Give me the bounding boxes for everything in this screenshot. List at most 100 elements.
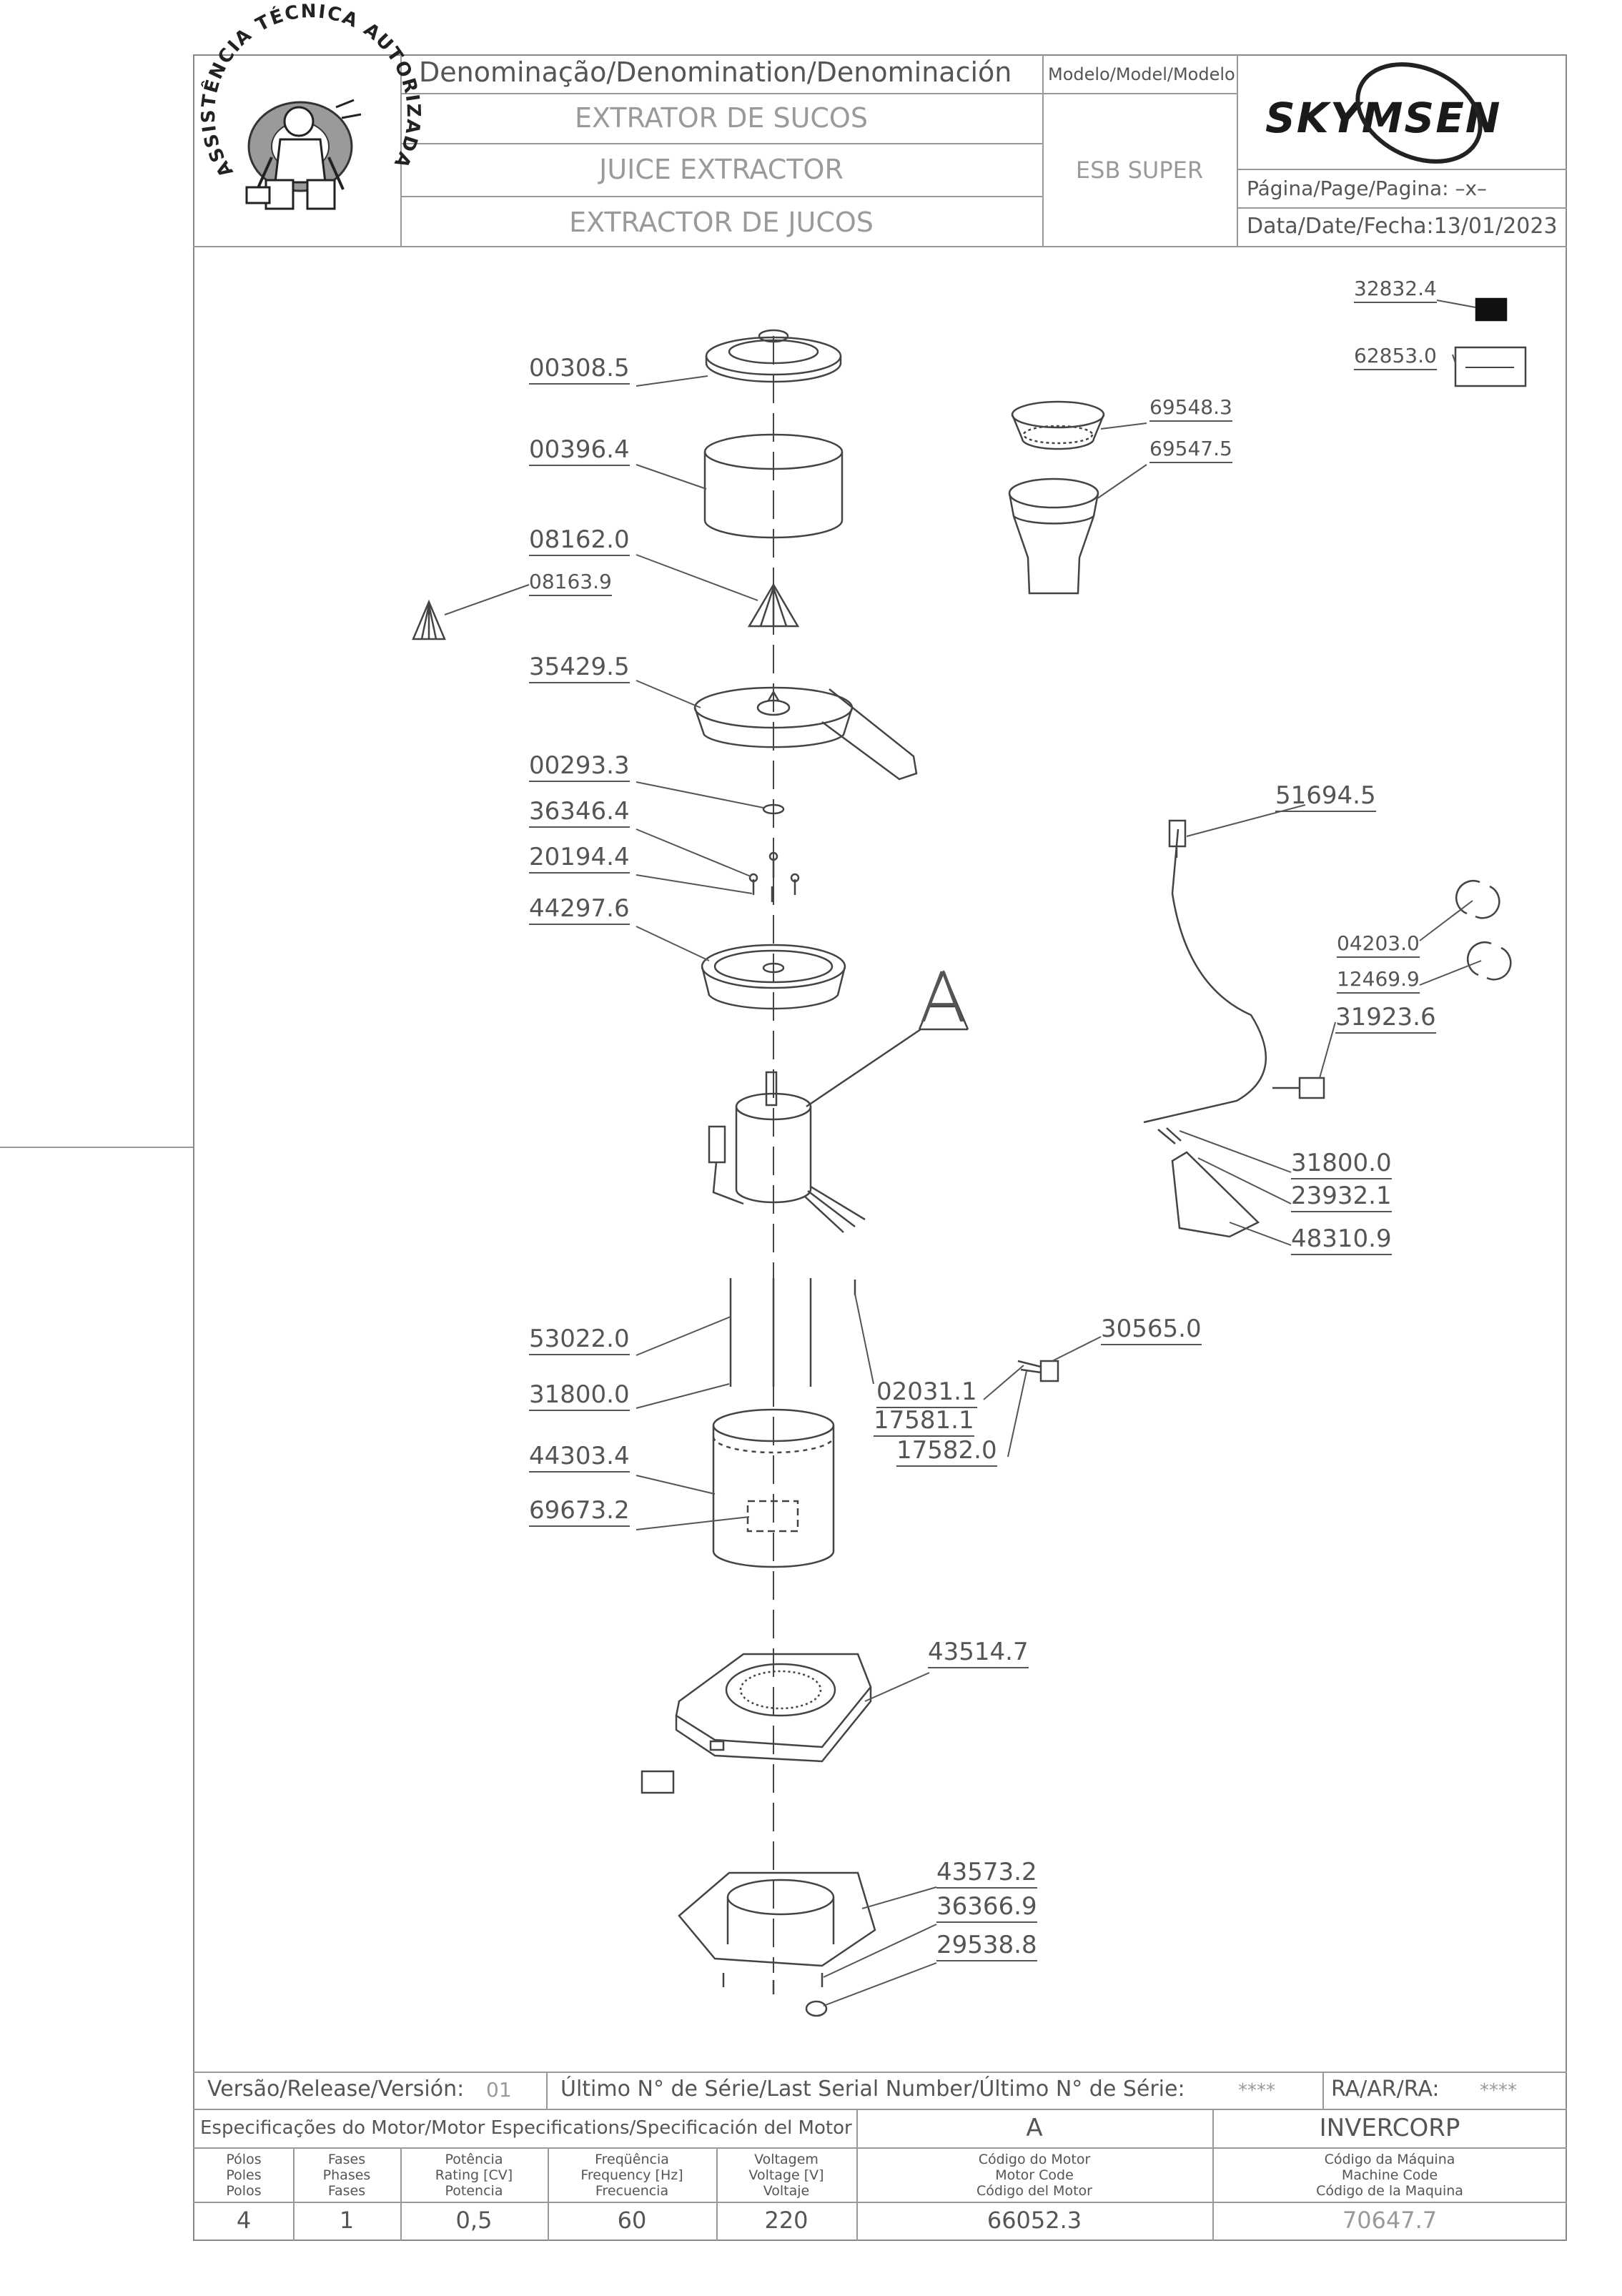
part-label: 02031.1 [876, 1380, 977, 1408]
col-header-line: Freqüência [595, 2152, 669, 2167]
part-label: 08162.0 [529, 528, 630, 556]
part-label: 08163.9 [529, 572, 612, 596]
col-header-line: Machine Code [1341, 2167, 1438, 2183]
col-header-machine-code: Código da Máquina Machine Code Código de… [1212, 2152, 1567, 2199]
name-row-rule [400, 196, 1042, 197]
col-header-line: Código do Motor [978, 2152, 1091, 2167]
motor-maker: INVERCORP [1319, 2114, 1460, 2142]
name-row-rule [400, 93, 1042, 94]
part-label: 32832.4 [1354, 279, 1437, 303]
drawing-frame [193, 54, 1567, 2241]
name-english: JUICE EXTRACTOR [599, 154, 844, 185]
col-header-line: Potencia [445, 2183, 503, 2199]
part-label: 36366.9 [936, 1894, 1037, 1923]
col-header-phases: Fases Phases Fases [293, 2152, 400, 2199]
part-label: 31800.0 [1291, 1151, 1392, 1179]
part-label: 00396.4 [529, 437, 630, 466]
col-header-motor-code: Código do Motor Motor Code Código del Mo… [856, 2152, 1212, 2199]
page-label: Página/Page/Pagina: –x– [1247, 179, 1487, 199]
version-label: Versão/Release/Versión: [207, 2077, 465, 2102]
part-label: 53022.0 [529, 1327, 630, 1355]
col-header-power: Potência Rating [CV] Potencia [400, 2152, 548, 2199]
model-label: Modelo/Model/Modelo [1048, 64, 1235, 84]
part-label: 69547.5 [1149, 439, 1232, 463]
part-label: 44303.4 [529, 1444, 630, 1473]
serial-label: Último N° de Série/Last Serial Number/Úl… [560, 2077, 1185, 2102]
col-header-line: Voltaje [763, 2183, 810, 2199]
footer-row-rule [193, 2147, 1567, 2149]
date-label-text: Data/Date/Fecha: [1247, 214, 1434, 239]
col-header-line: Frecuencia [595, 2183, 669, 2199]
footer-col-rule [293, 2147, 295, 2241]
page-row-rule [1237, 169, 1567, 170]
logo-divider [400, 54, 402, 246]
col-header-line: Motor Code [995, 2167, 1074, 2183]
col-header-line: Código de la Maquina [1316, 2183, 1463, 2199]
part-label: 00293.3 [529, 753, 630, 782]
part-label: 43514.7 [928, 1640, 1029, 1668]
part-label: 69673.2 [529, 1498, 630, 1527]
date-row-rule [1237, 207, 1567, 209]
date-label: Data/Date/Fecha:13/01/2023 [1247, 216, 1558, 237]
date-value: 13/01/2023 [1433, 214, 1558, 239]
footer-col-rule [1212, 2109, 1214, 2241]
part-label: 04203.0 [1337, 934, 1420, 958]
col-header-line: Voltage [V] [748, 2167, 824, 2183]
page-label-text: Página/Page/Pagina: [1247, 177, 1449, 200]
part-label: 48310.9 [1291, 1227, 1392, 1255]
motor-code-value: 66052.3 [986, 2207, 1082, 2234]
part-label: 30565.0 [1101, 1317, 1202, 1345]
part-label: 17582.0 [896, 1438, 997, 1467]
poles-value: 4 [236, 2207, 252, 2234]
col-header-line: Pólos [226, 2152, 262, 2167]
col-header-line: Voltagem [754, 2152, 819, 2167]
part-label: 43573.2 [936, 1860, 1037, 1889]
ra-label: RA/AR/RA: [1331, 2077, 1440, 2102]
brand-divider [1237, 54, 1238, 246]
detail-letter: A [919, 958, 966, 1038]
col-header-line: Rating [CV] [435, 2167, 513, 2183]
col-header-line: Frequency [Hz] [580, 2167, 683, 2183]
part-label: 12469.9 [1337, 969, 1420, 994]
part-label: 62853.0 [1354, 346, 1437, 370]
model-value: ESB SUPER [1075, 157, 1204, 184]
part-label: 69548.3 [1149, 397, 1232, 422]
motor-spec-label: Especificações do Motor/Motor Especifica… [200, 2117, 852, 2139]
col-header-poles: Pólos Poles Polos [194, 2152, 293, 2199]
model-row-rule [1042, 93, 1237, 94]
col-header-line: Potência [445, 2152, 503, 2167]
col-header-frequency: Freqüência Frequency [Hz] Frecuencia [548, 2152, 716, 2199]
col-header-voltage: Voltagem Voltage [V] Voltaje [716, 2152, 856, 2199]
part-label: 35429.5 [529, 655, 630, 683]
header-bottom-rule [193, 246, 1567, 247]
footer-top-rule [193, 2072, 1567, 2073]
brand-logo: SKYMSEN [1265, 94, 1502, 142]
fold-mark [0, 1147, 193, 1148]
name-portuguese: EXTRATOR DE SUCOS [575, 102, 868, 134]
motor-letter: A [1026, 2114, 1043, 2142]
part-label: 29538.8 [936, 1933, 1037, 1961]
denomination-label: Denominação/Denomination/Denominación [419, 56, 1012, 88]
footer-col-rule [1322, 2072, 1324, 2109]
col-header-line: Phases [322, 2167, 371, 2183]
machine-code-value: 70647.7 [1342, 2207, 1438, 2234]
col-header-line: Código da Máquina [1324, 2152, 1455, 2167]
part-label: 36346.4 [529, 799, 630, 828]
part-label: 23932.1 [1291, 1184, 1392, 1212]
model-divider [1042, 54, 1044, 246]
footer-row-rule [193, 2202, 1567, 2203]
col-header-line: Fases [327, 2152, 366, 2167]
footer-col-rule [856, 2109, 858, 2241]
footer-row-rule [193, 2109, 1567, 2110]
version-value: 01 [486, 2078, 512, 2102]
footer-col-rule [716, 2147, 718, 2241]
phases-value: 1 [339, 2207, 355, 2234]
serial-value: **** [1238, 2080, 1275, 2102]
voltage-value: 220 [764, 2207, 808, 2234]
ra-value: **** [1480, 2080, 1517, 2102]
footer-col-rule [546, 2072, 548, 2109]
part-label: 51694.5 [1275, 783, 1376, 812]
name-row-rule [400, 143, 1042, 144]
footer-col-rule [548, 2147, 549, 2241]
power-value: 0,5 [455, 2207, 493, 2234]
